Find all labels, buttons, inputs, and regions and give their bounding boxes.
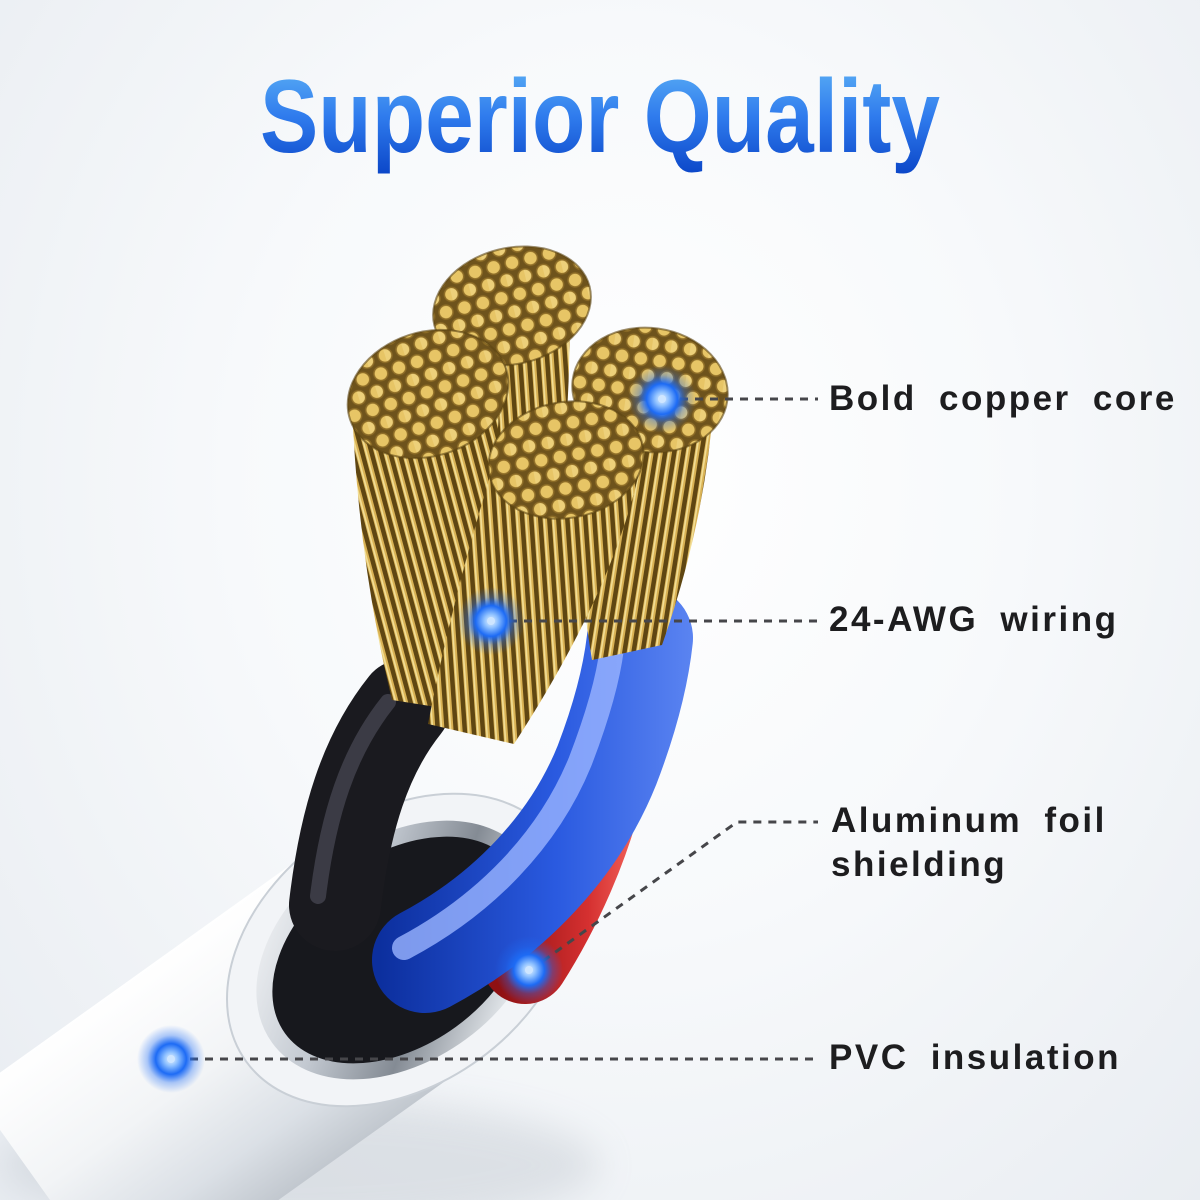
copper-cluster-left <box>346 328 510 460</box>
copper-strands-front <box>428 468 640 744</box>
callout-dot-center <box>525 966 533 974</box>
callout-awg-wiring <box>457 587 818 655</box>
callout-dot-center <box>167 1055 175 1063</box>
callout-label-copper-core: Bold copper core <box>829 379 1177 418</box>
callout-label-foil-shielding: Aluminum foil shielding <box>831 801 1107 884</box>
callout-foil-shielding <box>495 820 818 1004</box>
callout-line-foil-shielding <box>542 820 818 963</box>
callout-copper-core <box>628 365 818 433</box>
callout-label-awg-wiring: 24-AWG wiring <box>829 600 1119 639</box>
wire-black <box>289 659 451 951</box>
wire-blue <box>372 585 693 1013</box>
callout-label-pvc-insulation: PVC insulation <box>829 1038 1121 1077</box>
copper-cluster-front <box>487 400 645 520</box>
page-title: Superior Quality <box>260 59 940 175</box>
callout-dot-center <box>487 617 495 625</box>
callout-dot-center <box>658 395 666 403</box>
callout-pvc-insulation <box>137 1025 818 1093</box>
